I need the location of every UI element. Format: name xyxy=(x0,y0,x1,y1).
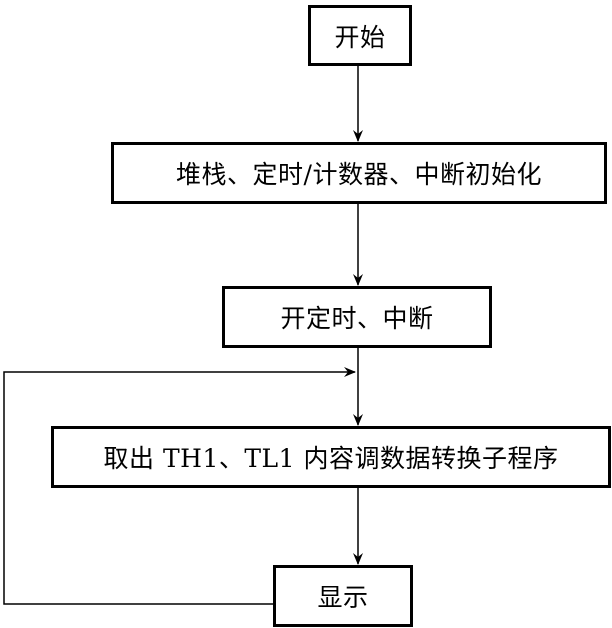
init-node-label: 堆栈、定时/计数器、中断初始化 xyxy=(176,160,542,189)
enable-node-label: 开定时、中断 xyxy=(280,304,434,333)
process-node-label: 取出 TH1、TL1 内容调数据转换子程序 xyxy=(103,444,559,473)
enable-node: 开定时、中断 xyxy=(222,286,492,348)
display-node-label: 显示 xyxy=(317,583,369,612)
start-node-label: 开始 xyxy=(334,22,386,52)
start-node: 开始 xyxy=(308,5,412,66)
loop-back-line xyxy=(3,367,356,605)
display-node: 显示 xyxy=(273,565,413,627)
process-node: 取出 TH1、TL1 内容调数据转换子程序 xyxy=(51,426,611,488)
init-node: 堆栈、定时/计数器、中断初始化 xyxy=(111,142,607,204)
